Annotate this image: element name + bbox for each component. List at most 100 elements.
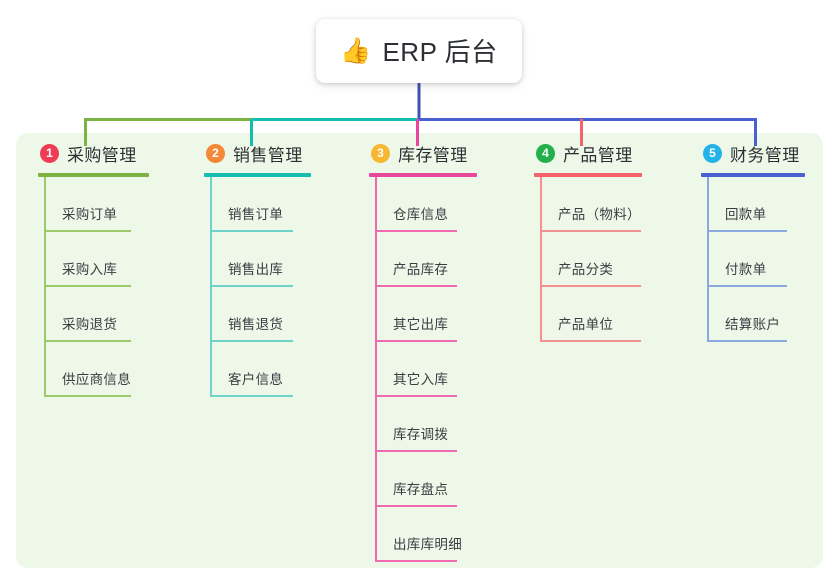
branch-child-item[interactable]: 其它出库 xyxy=(369,287,477,342)
branch-child-underline xyxy=(375,230,457,232)
branch-child-label: 客户信息 xyxy=(228,372,284,387)
root-node-content: 👍 ERP 后台 xyxy=(340,32,497,69)
root-node-title: ERP 后台 xyxy=(382,36,498,67)
branch-child-item[interactable]: 出库库明细 xyxy=(369,507,477,562)
branch-badge-5: 5 xyxy=(703,143,722,163)
branch-child-underline xyxy=(210,285,293,287)
branch-child-item[interactable]: 采购订单 xyxy=(38,177,149,232)
branch-child-item[interactable]: 产品分类 xyxy=(534,232,642,287)
branch-child-underline xyxy=(210,230,293,232)
root-node[interactable]: 👍 ERP 后台 xyxy=(316,19,522,83)
branch-child-label: 库存盘点 xyxy=(393,482,449,497)
branch-underline-1 xyxy=(38,173,149,177)
branch-children-2: 销售订单销售出库销售退货客户信息 xyxy=(204,177,311,397)
branch-child-label: 产品库存 xyxy=(393,262,449,277)
branch-child-underline xyxy=(44,395,131,397)
branch-badge-1: 1 xyxy=(40,143,59,163)
branch-column-2: 2 销售管理销售订单销售出库销售退货客户信息 xyxy=(204,140,311,397)
branch-child-label: 仓库信息 xyxy=(393,207,449,222)
branch-child-item[interactable]: 供应商信息 xyxy=(38,342,149,397)
branch-child-item[interactable]: 采购入库 xyxy=(38,232,149,287)
branch-children-5: 回款单付款单结算账户 xyxy=(701,177,805,342)
branch-underline-3 xyxy=(369,173,477,177)
branch-header-3[interactable]: 3 库存管理 xyxy=(369,140,477,166)
branch-column-4: 4 产品管理产品（物料） 产品分类产品单位 xyxy=(534,140,642,342)
branch-child-underline xyxy=(707,230,787,232)
branch-child-label: 产品单位 xyxy=(558,317,614,332)
branch-child-label: 销售出库 xyxy=(228,262,284,277)
branches-panel xyxy=(16,133,823,568)
branch-child-item[interactable]: 库存调拨 xyxy=(369,397,477,452)
branch-child-label: 供应商信息 xyxy=(62,372,131,387)
branch-child-item[interactable]: 仓库信息 xyxy=(369,177,477,232)
branch-header-1[interactable]: 1 采购管理 xyxy=(38,140,149,166)
branch-child-underline xyxy=(375,285,457,287)
branch-child-item[interactable]: 产品（物料） xyxy=(534,177,642,232)
branch-child-item[interactable]: 销售退货 xyxy=(204,287,311,342)
branch-child-underline xyxy=(44,285,131,287)
branch-child-underline xyxy=(540,285,641,287)
branch-header-5[interactable]: 5 财务管理 xyxy=(701,140,805,166)
branch-child-underline xyxy=(375,340,457,342)
branch-child-item[interactable]: 结算账户 xyxy=(701,287,805,342)
branch-child-label: 采购订单 xyxy=(62,207,118,222)
branch-child-label: 采购退货 xyxy=(62,317,118,332)
branch-child-underline xyxy=(375,560,457,562)
branch-children-1: 采购订单采购入库采购退货供应商信息 xyxy=(38,177,149,397)
branch-child-item[interactable]: 产品库存 xyxy=(369,232,477,287)
branch-title-3: 库存管理 xyxy=(398,145,468,165)
branch-child-item[interactable]: 销售出库 xyxy=(204,232,311,287)
branch-children-3: 仓库信息产品库存其它出库其它入库库存调拨库存盘点出库库明细 xyxy=(369,177,477,562)
branch-underline-4 xyxy=(534,173,642,177)
branch-header-4[interactable]: 4 产品管理 xyxy=(534,140,642,166)
branch-badge-3: 3 xyxy=(371,143,390,163)
branch-child-label: 产品（物料） xyxy=(558,207,641,222)
branch-child-item[interactable]: 采购退货 xyxy=(38,287,149,342)
branch-column-1: 1 采购管理采购订单采购入库采购退货供应商信息 xyxy=(38,140,149,397)
branch-badge-2: 2 xyxy=(206,143,225,163)
branch-column-5: 5 财务管理回款单付款单结算账户 xyxy=(701,140,805,342)
branch-badge-4: 4 xyxy=(536,143,555,163)
branch-underline-5 xyxy=(701,173,805,177)
branch-child-underline xyxy=(210,395,293,397)
branch-column-3: 3 库存管理仓库信息产品库存其它出库其它入库库存调拨库存盘点出库库明细 xyxy=(369,140,477,562)
branch-child-underline xyxy=(707,340,787,342)
branch-header-2[interactable]: 2 销售管理 xyxy=(204,140,311,166)
branch-child-item[interactable]: 库存盘点 xyxy=(369,452,477,507)
branch-child-label: 结算账户 xyxy=(725,317,781,332)
branch-child-label: 其它出库 xyxy=(393,317,449,332)
branch-child-underline xyxy=(707,285,787,287)
branch-child-underline xyxy=(540,340,641,342)
branch-child-label: 回款单 xyxy=(725,207,767,222)
branch-underline-2 xyxy=(204,173,311,177)
branch-spine-1 xyxy=(44,177,46,397)
branch-title-1: 采购管理 xyxy=(67,145,137,165)
branch-child-label: 销售订单 xyxy=(228,207,284,222)
branch-child-label: 采购入库 xyxy=(62,262,118,277)
branch-child-item[interactable]: 其它入库 xyxy=(369,342,477,397)
branch-title-4: 产品管理 xyxy=(563,145,633,165)
branch-child-underline xyxy=(375,395,457,397)
branch-child-item[interactable]: 回款单 xyxy=(701,177,805,232)
branch-child-item[interactable]: 客户信息 xyxy=(204,342,311,397)
branch-child-item[interactable]: 产品单位 xyxy=(534,287,642,342)
branch-child-label: 其它入库 xyxy=(393,372,449,387)
branch-child-label: 库存调拨 xyxy=(393,427,449,442)
branch-spine-5 xyxy=(707,177,709,342)
branch-child-label: 产品分类 xyxy=(558,262,614,277)
branch-child-underline xyxy=(210,340,293,342)
branch-child-item[interactable]: 付款单 xyxy=(701,232,805,287)
branch-child-underline xyxy=(375,505,457,507)
branch-child-label: 销售退货 xyxy=(228,317,284,332)
branch-spine-3 xyxy=(375,177,377,562)
branch-title-5: 财务管理 xyxy=(730,145,800,165)
branch-title-2: 销售管理 xyxy=(233,145,303,165)
branch-child-item[interactable]: 销售订单 xyxy=(204,177,311,232)
thumbs-up-icon: 👍 xyxy=(340,35,372,65)
branch-child-underline xyxy=(375,450,457,452)
branch-child-underline xyxy=(44,340,131,342)
branch-child-label: 出库库明细 xyxy=(393,537,462,552)
branch-child-underline xyxy=(44,230,131,232)
branch-child-underline xyxy=(540,230,641,232)
